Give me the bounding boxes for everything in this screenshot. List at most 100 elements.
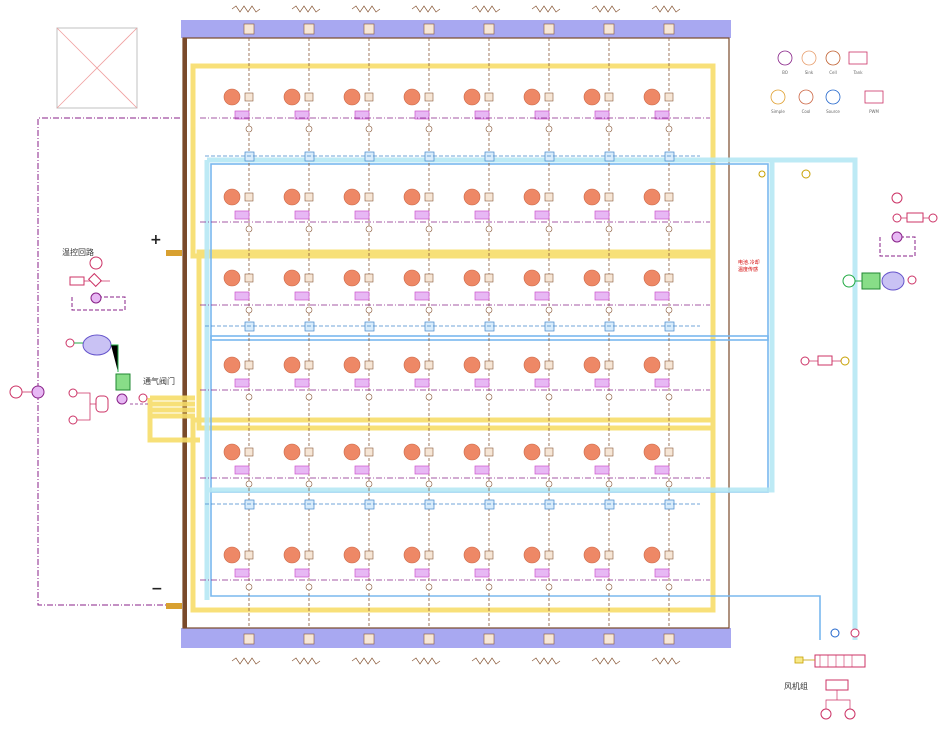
cell-connector xyxy=(304,92,314,102)
battery-cell xyxy=(643,269,661,287)
temperature-sensor xyxy=(654,465,670,475)
battery-cell xyxy=(523,546,541,564)
cell-connector xyxy=(664,360,674,370)
battery-cell xyxy=(223,546,241,564)
left-loop-label: 温控回路 xyxy=(62,248,94,257)
bottom-terminal xyxy=(543,633,555,645)
pipe-connector xyxy=(544,321,555,332)
legend-label: Source xyxy=(826,109,840,114)
junction-node xyxy=(425,225,433,233)
temperature-sensor xyxy=(414,110,430,120)
battery-cell xyxy=(403,88,421,106)
temperature-sensor xyxy=(294,210,310,220)
cell-connector xyxy=(244,550,254,560)
temperature-sensor xyxy=(594,568,610,578)
battery-cell xyxy=(463,443,481,461)
temperature-sensor xyxy=(594,291,610,301)
legend-label: Cell xyxy=(829,70,836,75)
cell-connector xyxy=(604,447,614,457)
module-frame xyxy=(182,37,730,629)
top-resistor xyxy=(531,5,561,13)
junction-node xyxy=(545,225,553,233)
temperature-sensor xyxy=(594,210,610,220)
battery-cell xyxy=(463,546,481,564)
temperature-sensor xyxy=(594,465,610,475)
positive-label: + xyxy=(150,232,162,248)
pipe-connector xyxy=(544,499,555,510)
bottom-busbar xyxy=(181,628,731,648)
junction-node xyxy=(365,393,373,401)
pipe-connector xyxy=(484,151,495,162)
battery-cell xyxy=(343,546,361,564)
battery-cell xyxy=(343,443,361,461)
cell-connector xyxy=(604,273,614,283)
positive-terminal xyxy=(166,250,182,256)
junction-node xyxy=(605,225,613,233)
cell-connector xyxy=(424,92,434,102)
temperature-sensor xyxy=(294,378,310,388)
bottom-resistor xyxy=(411,657,441,665)
cell-connector xyxy=(664,550,674,560)
temperature-sensor xyxy=(474,465,490,475)
temperature-sensor xyxy=(414,465,430,475)
cell-connector xyxy=(484,192,494,202)
cell-connector xyxy=(664,92,674,102)
cell-connector xyxy=(664,192,674,202)
junction-node xyxy=(545,125,553,133)
temperature-sensor xyxy=(534,210,550,220)
cell-connector xyxy=(304,550,314,560)
junction-node xyxy=(425,306,433,314)
legend-icon xyxy=(770,89,786,105)
battery-cell xyxy=(403,188,421,206)
top-busbar xyxy=(181,20,731,38)
junction-node xyxy=(665,306,673,314)
junction-node xyxy=(425,583,433,591)
top-terminal xyxy=(303,23,315,35)
junction-node xyxy=(665,125,673,133)
junction-node xyxy=(245,583,253,591)
top-terminal xyxy=(483,23,495,35)
temperature-sensor xyxy=(534,291,550,301)
temperature-sensor xyxy=(234,210,250,220)
temperature-sensor xyxy=(354,465,370,475)
junction-node xyxy=(245,225,253,233)
temperature-sensor xyxy=(414,210,430,220)
top-resistor xyxy=(351,5,381,13)
junction-node xyxy=(365,583,373,591)
cell-connector xyxy=(604,92,614,102)
pipe-connector xyxy=(424,151,435,162)
temperature-sensor xyxy=(354,210,370,220)
bottom-terminal xyxy=(423,633,435,645)
junction-node xyxy=(485,306,493,314)
pipe-connector xyxy=(604,151,615,162)
battery-cell xyxy=(283,269,301,287)
pipe-connector xyxy=(364,321,375,332)
junction-node xyxy=(605,583,613,591)
pipe-connector xyxy=(304,321,315,332)
legend-icon xyxy=(848,51,868,65)
battery-cell xyxy=(223,188,241,206)
pipe-connector xyxy=(364,151,375,162)
junction-node xyxy=(365,306,373,314)
pipe-connector xyxy=(364,499,375,510)
battery-cell xyxy=(523,356,541,374)
pipe-connector xyxy=(664,151,675,162)
legend-label: PWM xyxy=(869,109,879,114)
top-resistor-row xyxy=(231,5,681,35)
cell-connector xyxy=(364,192,374,202)
battery-cell xyxy=(283,443,301,461)
cell-connector xyxy=(244,192,254,202)
cell-connector xyxy=(544,92,554,102)
temperature-sensor xyxy=(474,568,490,578)
cell-connector xyxy=(244,273,254,283)
temperature-sensor xyxy=(354,568,370,578)
temperature-sensor xyxy=(234,378,250,388)
bottom-resistor-row xyxy=(231,633,681,665)
junction-node xyxy=(605,306,613,314)
pipe-connector xyxy=(304,151,315,162)
junction-node xyxy=(245,480,253,488)
top-terminal xyxy=(363,23,375,35)
bottom-resistor xyxy=(591,657,621,665)
